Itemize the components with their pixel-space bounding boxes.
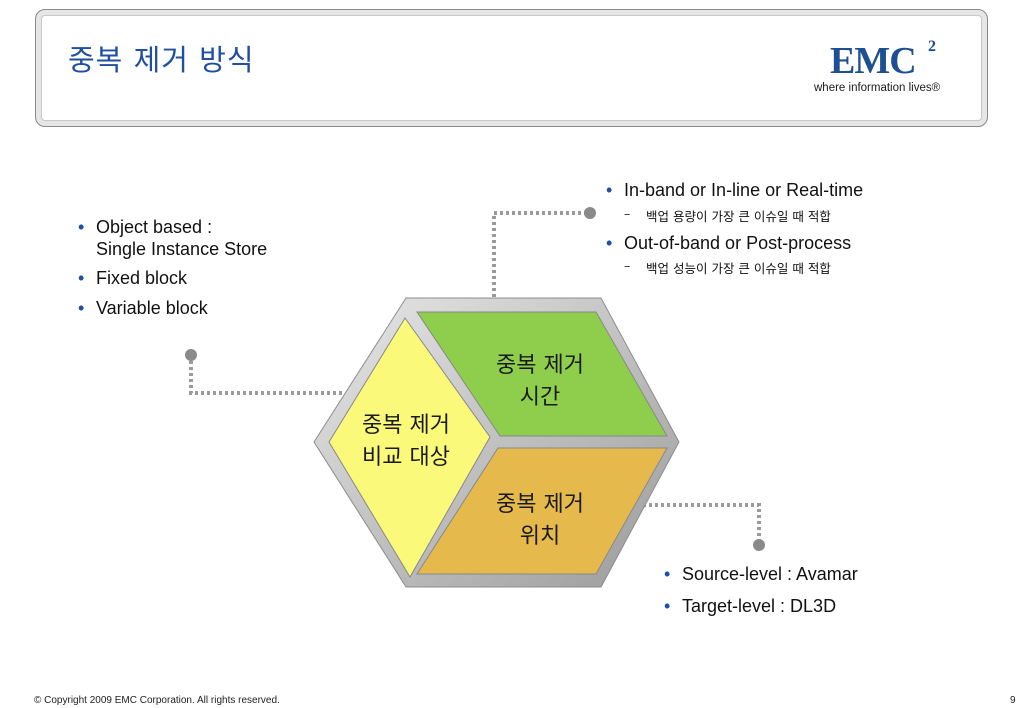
list-item: Out-of-band or Post-process [602, 233, 863, 255]
footer-copyright: © Copyright 2009 EMC Corporation. All ri… [34, 695, 280, 706]
page-title: 중복 제거 방식 [68, 43, 255, 77]
list-item-text: Target-level : DL3D [682, 595, 837, 616]
connector-top-right [492, 211, 590, 309]
connector-top-right-dot [584, 207, 596, 219]
sub-list-item: 백업 용량이 가장 큰 이슈일 때 적합 [602, 206, 863, 225]
logo-tagline: where information lives® [814, 82, 941, 94]
top-right-bullet-list: In-band or In-line or Real-time 백업 용량이 가… [602, 180, 863, 277]
list-item: Variable block [74, 298, 267, 320]
diagram-cell-bottom-label: 중복 제거 위치 [470, 489, 610, 553]
diagram-cell-left [328, 317, 491, 578]
cell-label-line: 중복 제거 [496, 492, 584, 517]
logo-mark: EMC [830, 40, 917, 82]
connector-left-dot [185, 349, 197, 361]
list-item: Target-level : DL3D [660, 596, 858, 618]
sub-list-item: 백업 성능이 가장 큰 이슈일 때 적합 [602, 258, 863, 277]
cell-label-line: 위치 [519, 524, 561, 549]
emc-logo: EMC 2 where information lives® [812, 38, 962, 98]
diagram-cell-bottom [416, 447, 668, 575]
list-item-text: Variable block [96, 297, 208, 318]
sub-list-item-text: 백업 성능이 가장 큰 이슈일 때 적합 [646, 261, 831, 277]
sub-list-item-text: 백업 용량이 가장 큰 이슈일 때 적합 [646, 208, 831, 224]
left-bullet-list: Object based : Single Instance Store Fix… [74, 217, 267, 319]
list-item-text: Source-level : Avamar [682, 564, 858, 584]
bottom-right-bullet-list: Source-level : Avamar Target-level : DL3… [660, 564, 858, 617]
list-item: Object based : Single Instance Store [74, 217, 267, 260]
connector-left [189, 355, 345, 395]
list-item-text: Single Instance Store [96, 238, 268, 259]
list-item-text: Out-of-band or Post-process [624, 232, 852, 253]
cell-label-line: 비교 대상 [362, 445, 450, 470]
header-panel [35, 9, 988, 127]
list-item-text: Fixed block [96, 268, 188, 289]
diagram-cell-top-label: 중복 제거 시간 [470, 350, 610, 414]
diagram-cell-top [416, 311, 668, 437]
list-item: Fixed block [74, 268, 267, 290]
connector-bottom-right [601, 503, 761, 545]
connector-bottom-right-dot [753, 539, 765, 551]
logo-superscript: 2 [928, 38, 936, 55]
cell-label-line: 시간 [519, 385, 561, 410]
list-item: Source-level : Avamar [660, 564, 858, 586]
page-number: 9 [1010, 695, 1016, 706]
list-item-text: Object based : [96, 217, 213, 237]
cell-label-line: 중복 제거 [496, 353, 584, 378]
list-item: In-band or In-line or Real-time [602, 180, 863, 202]
cell-label-line: 중복 제거 [362, 413, 450, 438]
diagram-cell-left-label: 중복 제거 비교 대상 [336, 410, 476, 474]
list-item-text: In-band or In-line or Real-time [624, 180, 864, 200]
